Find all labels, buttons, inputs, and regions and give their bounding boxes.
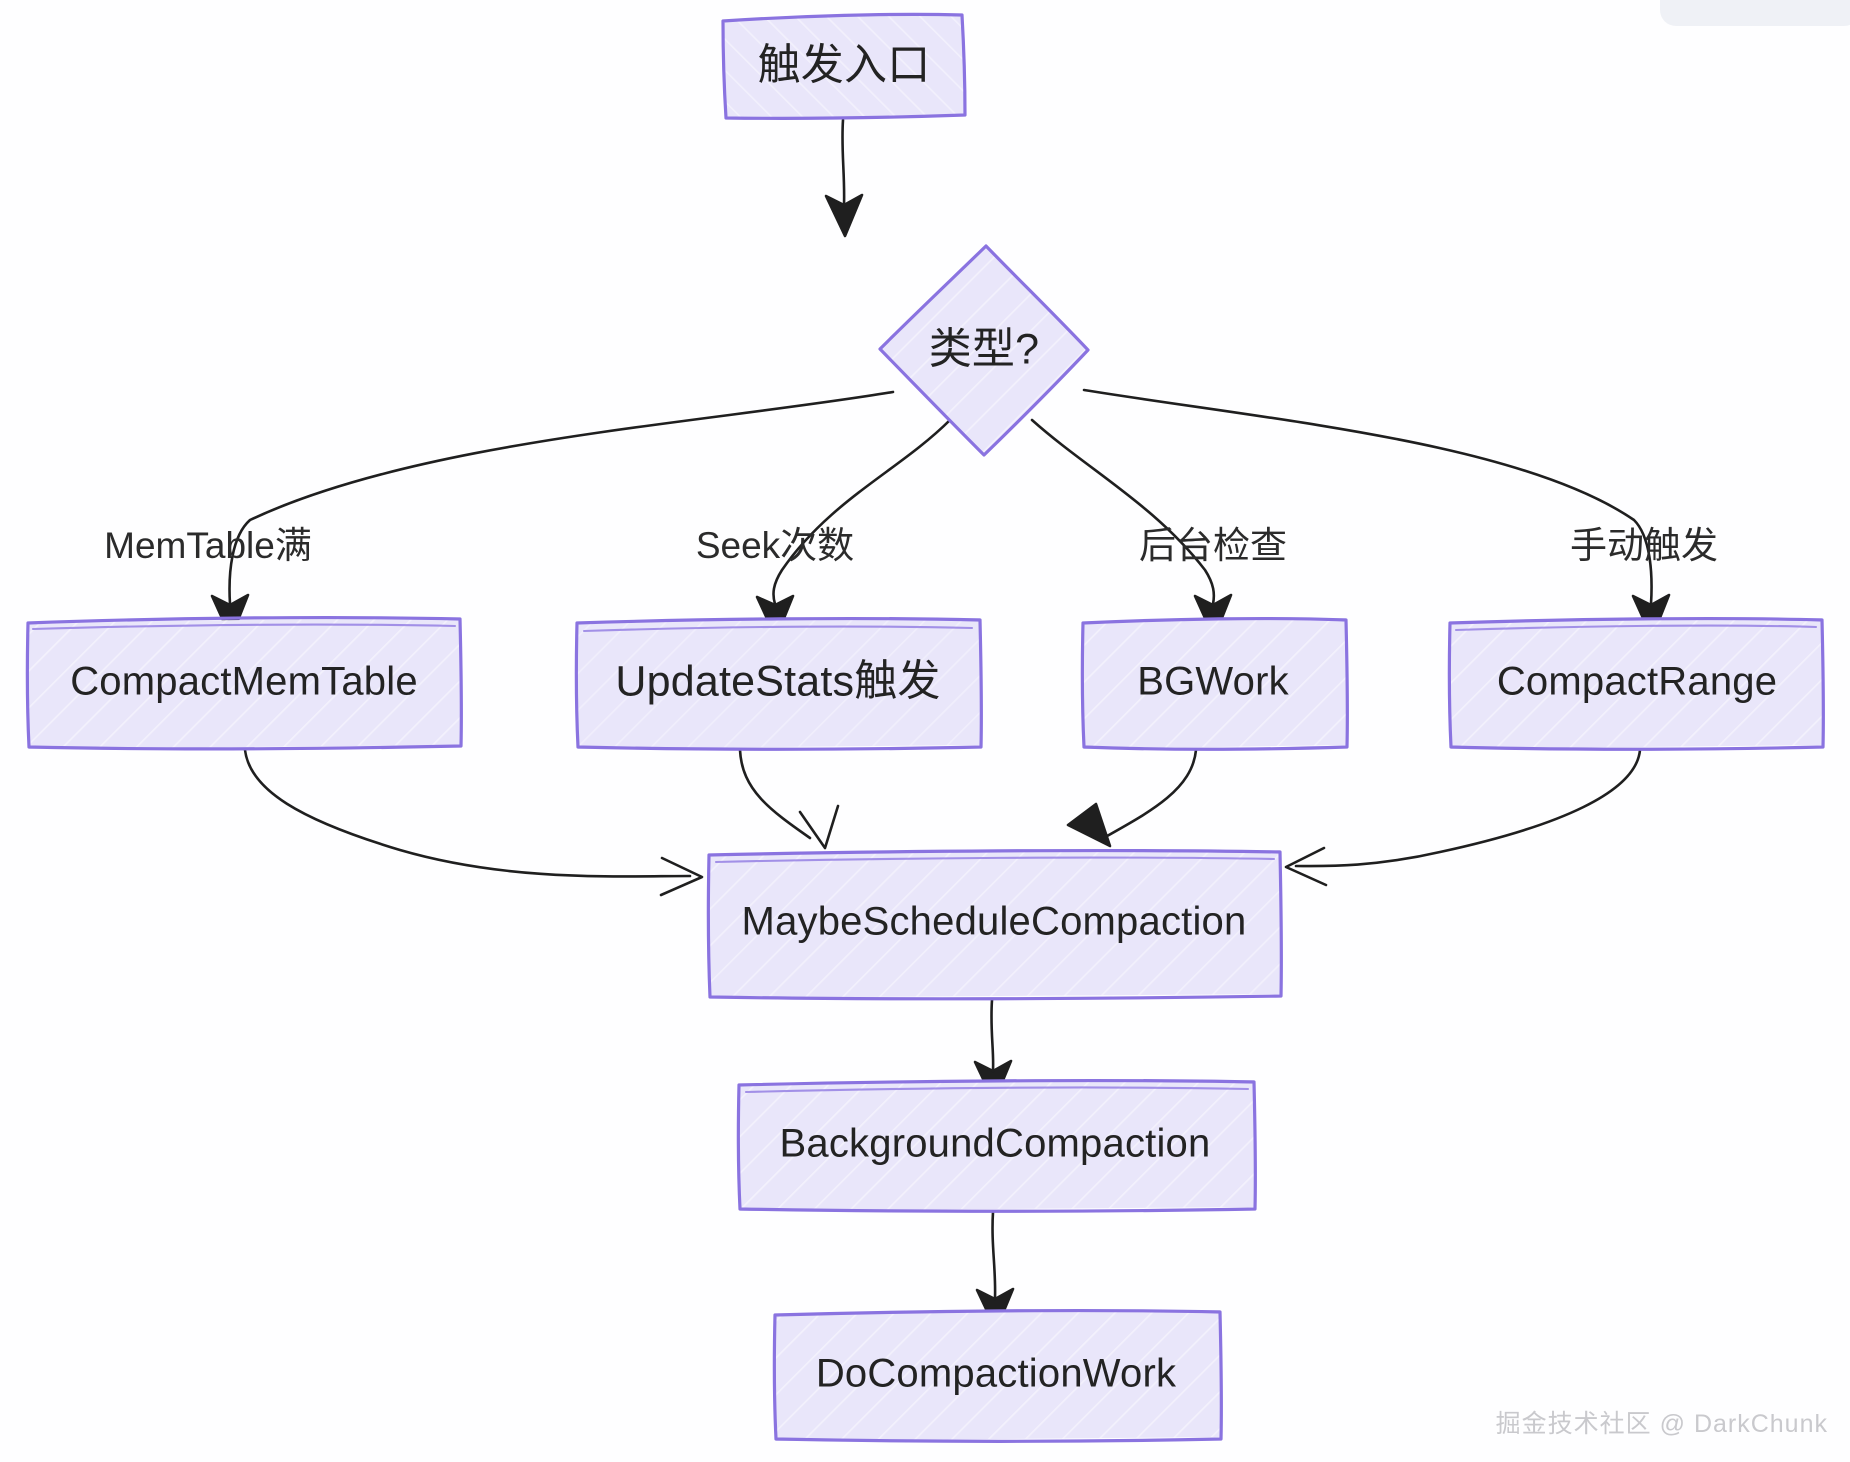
node-entry-label: 触发入口 (758, 41, 931, 89)
edge-updatestats-to-maybe (738, 748, 840, 850)
node-docompactionwork[interactable]: DoCompactionWork (772, 1308, 1224, 1443)
node-type-label: 类型? (929, 325, 1040, 373)
node-updatestats[interactable]: UpdateStats触发 (574, 616, 984, 751)
corner-decoration (1660, 0, 1850, 26)
node-backgroundcompaction[interactable]: BackgroundCompaction (736, 1078, 1258, 1213)
edge-bgwork-to-maybe (1066, 748, 1198, 848)
node-backgroundcompaction-label: BackgroundCompaction (780, 1122, 1211, 1166)
node-entry[interactable]: 触发入口 (721, 12, 967, 120)
node-compactrange-label: CompactRange (1497, 660, 1777, 704)
edge-label-background-check: 后台检查 (1139, 525, 1287, 566)
node-compactmemtable[interactable]: CompactMemTable (25, 615, 464, 751)
edge-type-to-compactrange (1082, 388, 1671, 640)
edge-label-seek-count: Seek次数 (696, 525, 854, 566)
node-compactrange[interactable]: CompactRange (1447, 616, 1826, 751)
node-type[interactable]: 类型? (878, 244, 1090, 457)
edge-label-manual-trigger: 手动触发 (1570, 525, 1718, 566)
node-maybeschedulecompaction[interactable]: MaybeScheduleCompaction (706, 848, 1284, 1001)
node-bgwork[interactable]: BGWork (1080, 616, 1350, 751)
watermark: 掘金技术社区 @ DarkChunk (1495, 1410, 1828, 1438)
node-bgwork-label: BGWork (1137, 660, 1289, 704)
edge-label-memtable-full: MemTable满 (104, 525, 312, 566)
node-compactmemtable-label: CompactMemTable (70, 660, 418, 704)
node-docompactionwork-label: DoCompactionWork (816, 1352, 1177, 1396)
node-maybeschedulecompaction-label: MaybeScheduleCompaction (742, 900, 1247, 944)
node-updatestats-label: UpdateStats触发 (615, 657, 940, 705)
edge-compactrange-to-maybe (1284, 748, 1642, 887)
edge-labels-layer: MemTable满 Seek次数 后台检查 手动触发 (104, 525, 1718, 566)
edge-entry-to-type (824, 118, 864, 238)
edge-compactmemtable-to-maybe (243, 748, 704, 897)
